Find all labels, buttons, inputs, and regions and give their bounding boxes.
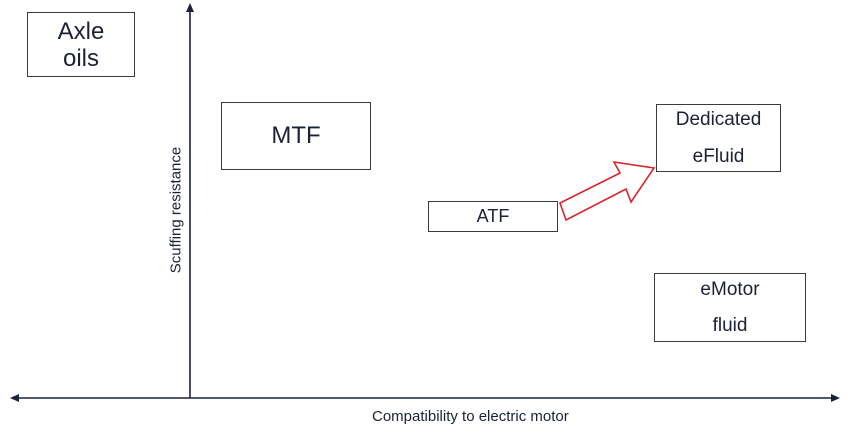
dedicated-efluid-box: Dedicated eFluid xyxy=(656,104,781,172)
x-axis-right-arrowhead xyxy=(831,394,840,402)
axle-oils-line2: oils xyxy=(62,44,99,72)
axle-oils-line1: Axle xyxy=(57,17,105,45)
emotor-fluid-box: eMotor fluid xyxy=(654,273,806,342)
x-axis-left-arrowhead xyxy=(10,394,19,402)
mtf-box: MTF xyxy=(221,102,371,170)
dedicated-efluid-line1: Dedicated xyxy=(675,109,762,130)
y-axis-label: Scuffing resistance xyxy=(167,146,185,274)
x-axis-label: Compatibility to electric motor xyxy=(372,408,569,425)
emotor-fluid-line2: fluid xyxy=(712,314,748,336)
trend-arrow xyxy=(559,160,656,222)
atf-label: ATF xyxy=(476,206,510,226)
atf-box: ATF xyxy=(428,201,558,232)
axle-oils-box: Axle oils xyxy=(27,12,135,77)
dedicated-efluid-line2: eFluid xyxy=(692,146,745,167)
y-axis-arrowhead xyxy=(186,3,194,12)
emotor-fluid-line1: eMotor xyxy=(700,278,760,300)
mtf-label: MTF xyxy=(271,122,321,149)
